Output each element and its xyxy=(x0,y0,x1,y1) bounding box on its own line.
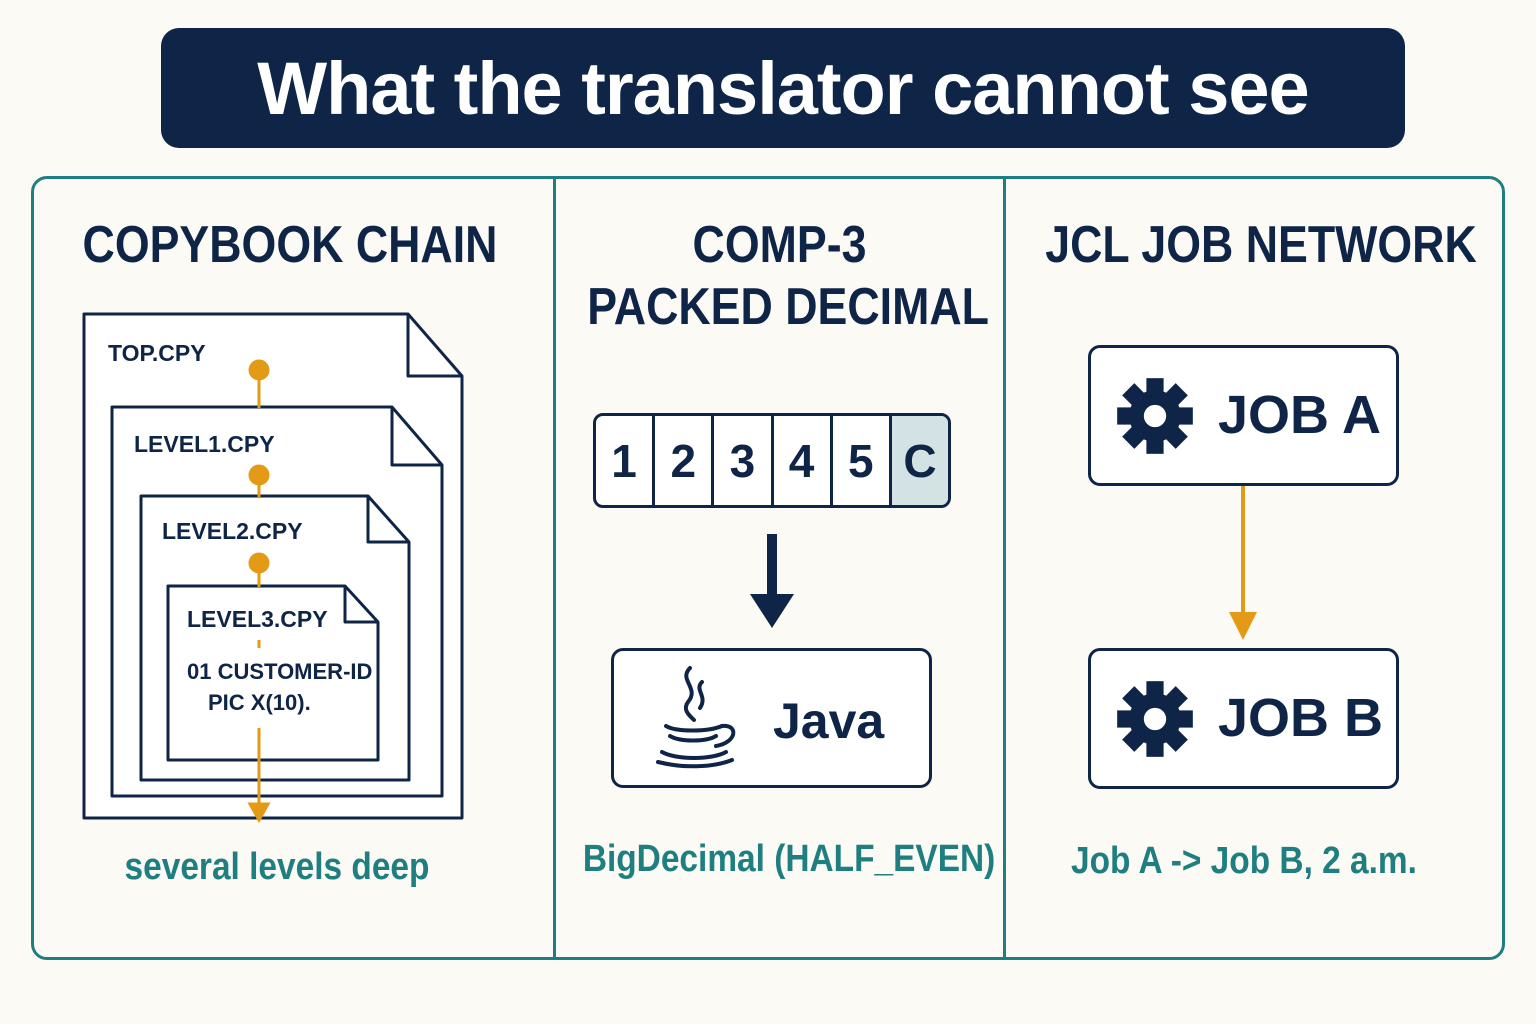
jcl-caption: Job A -> Job B, 2 a.m. xyxy=(1071,840,1417,882)
job-a-label: JOB A xyxy=(1218,385,1382,445)
job-dependency-arrow xyxy=(1229,486,1257,640)
copybook-panel-title: COPYBOOK CHAIN xyxy=(82,216,498,274)
jcl-panel-title: JCL JOB NETWORK xyxy=(1045,216,1477,274)
java-label: Java xyxy=(773,693,885,749)
down-arrow-icon xyxy=(750,534,794,628)
digit-cell: 5 xyxy=(833,416,892,505)
file-label-top: TOP.CPY xyxy=(108,340,206,366)
file-label-level2: LEVEL2.CPY xyxy=(162,518,303,544)
file-label-level1: LEVEL1.CPY xyxy=(134,431,275,457)
packed-decimal-bytes: 1 2 3 4 5 C xyxy=(593,413,951,508)
comp3-panel-title-line1: COMP-3 xyxy=(692,216,867,274)
file-label-level3: LEVEL3.CPY xyxy=(187,606,328,632)
title-banner: What the translator cannot see xyxy=(161,28,1405,148)
digit-cell: 2 xyxy=(655,416,715,505)
java-coffee-cup-icon xyxy=(656,666,736,769)
comp3-panel-title-line2: PACKED DECIMAL xyxy=(587,278,989,336)
digit-cell: 4 xyxy=(774,416,833,505)
panel-divider-1 xyxy=(553,176,556,960)
digit-cell: 1 xyxy=(596,416,656,505)
page-title: What the translator cannot see xyxy=(257,46,1309,130)
gear-icon xyxy=(1117,378,1193,454)
java-target-box xyxy=(611,648,932,788)
code-line-pic: PIC X(10). xyxy=(208,690,311,715)
comp3-caption: BigDecimal (HALF_EVEN) xyxy=(582,838,996,880)
sign-nibble-cell: C xyxy=(891,416,948,505)
panels-frame xyxy=(31,176,1505,960)
copybook-caption: several levels deep xyxy=(124,846,430,888)
file-level3-cpy xyxy=(166,584,380,762)
panel-divider-2 xyxy=(1003,176,1006,960)
gear-icon xyxy=(1117,681,1193,757)
job-b-label: JOB B xyxy=(1218,688,1384,748)
code-line-field: 01 CUSTOMER-ID xyxy=(187,659,373,684)
digit-cell: 3 xyxy=(714,416,774,505)
